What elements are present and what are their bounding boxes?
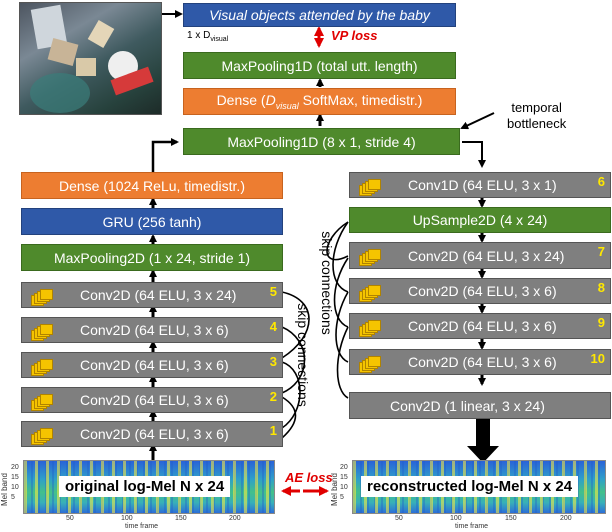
decoder-conv1d-layer-6: Conv1D (64 ELU, 3 x 1) 6 <box>349 172 611 198</box>
layer-number: 7 <box>597 244 605 259</box>
encoder-gru-box: GRU (256 tanh) <box>21 208 283 235</box>
decoder-conv-layer-10: Conv2D (64 ELU, 3 x 6) 10 <box>349 349 611 375</box>
encoder-conv-label: Conv2D (64 ELU, 3 x 6) <box>80 392 229 408</box>
reconstructed-spectrogram: reconstructed log-Mel N x 24 <box>352 460 606 514</box>
xtick: 100 <box>121 515 133 522</box>
ae-loss-label: AE loss <box>285 470 333 485</box>
vp-loss-label: VP loss <box>331 28 378 43</box>
decoder-final-conv-label: Conv2D (1 linear, 3 x 24) <box>390 397 545 414</box>
feature-map-stack-icon <box>31 358 57 376</box>
layer-number: 1 <box>269 423 277 438</box>
layer-number: 4 <box>269 319 277 334</box>
xtick: 150 <box>175 515 187 522</box>
temporal-bottleneck-line1: temporal <box>511 100 562 115</box>
visual-objects-box: Visual objects attended by the baby <box>183 3 456 27</box>
ytick: 5 <box>11 494 15 501</box>
xtick: 50 <box>66 515 74 522</box>
decoder-conv-label: Conv2D (64 ELU, 3 x 6) <box>408 318 557 334</box>
layer-number: 6 <box>597 174 605 189</box>
dense-softmax-var: D <box>265 92 276 109</box>
encoder-conv-layer-2: Conv2D (64 ELU, 3 x 6) 2 <box>21 387 283 413</box>
vp-dimension-prefix: 1 x D <box>187 30 211 41</box>
spectrogram-right-xlabel: time frame <box>455 523 489 530</box>
dense-softmax-prefix: Dense ( <box>216 92 266 109</box>
feature-map-stack-icon <box>359 248 385 266</box>
ytick: 10 <box>340 484 348 491</box>
ytick: 15 <box>11 474 19 481</box>
decoder-upsample-box: UpSample2D (4 x 24) <box>349 207 611 233</box>
encoder-maxpool2d-box: MaxPooling2D (1 x 24, stride 1) <box>21 244 283 271</box>
feature-map-stack-icon <box>31 393 57 411</box>
encoder-conv-layer-3: Conv2D (64 ELU, 3 x 6) 3 <box>21 352 283 378</box>
reconstructed-spectrogram-label: reconstructed log-Mel N x 24 <box>361 476 579 497</box>
layer-number: 3 <box>269 354 277 369</box>
original-spectrogram: original log-Mel N x 24 <box>23 460 275 514</box>
encoder-conv-layer-1: Conv2D (64 ELU, 3 x 6) 1 <box>21 421 283 447</box>
xtick: 50 <box>395 515 403 522</box>
spectrogram-left-xlabel: time frame <box>125 523 159 530</box>
layer-number: 10 <box>590 351 605 366</box>
visual-objects-label: Visual objects attended by the baby <box>209 7 430 23</box>
encoder-conv-layer-5: Conv2D (64 ELU, 3 x 24) 5 <box>21 282 283 308</box>
vp-dimension-label: 1 x Dvisual <box>187 30 228 43</box>
ytick: 20 <box>340 464 348 471</box>
spectrogram-left-yticks: 20 15 10 5 <box>11 463 19 503</box>
maxpool1d-bottleneck-box: MaxPooling1D (8 x 1, stride 4) <box>183 128 460 155</box>
layer-number: 9 <box>597 315 605 330</box>
dense-softmax-suffix: SoftMax, timedistr.) <box>298 92 423 109</box>
maxpool1d-bottleneck-label: MaxPooling1D (8 x 1, stride 4) <box>227 133 416 150</box>
feature-map-stack-icon <box>359 355 385 373</box>
ytick: 10 <box>11 484 19 491</box>
original-spectrogram-label: original log-Mel N x 24 <box>59 476 231 497</box>
encoder-gru-label: GRU (256 tanh) <box>102 213 202 230</box>
dense-softmax-label: Dense (Dvisual SoftMax, timedistr.) <box>217 92 423 111</box>
temporal-bottleneck-line2: bottleneck <box>507 116 567 131</box>
encoder-maxpool2d-label: MaxPooling2D (1 x 24, stride 1) <box>53 249 251 266</box>
layer-number: 8 <box>597 280 605 295</box>
layer-number: 5 <box>269 284 277 299</box>
decoder-conv-label: Conv2D (64 ELU, 3 x 6) <box>408 283 557 299</box>
egocentric-camera-image <box>19 2 162 115</box>
spectrogram-left-ylabel: Mel band <box>0 473 9 506</box>
feature-map-stack-icon <box>31 323 57 341</box>
xtick: 100 <box>450 515 462 522</box>
decoder-conv1d-label: Conv1D (64 ELU, 3 x 1) <box>408 177 557 193</box>
encoder-dense-label: Dense (1024 ReLu, timedistr.) <box>59 177 245 194</box>
xtick: 200 <box>229 515 241 522</box>
encoder-conv-layer-4: Conv2D (64 ELU, 3 x 6) 4 <box>21 317 283 343</box>
encoder-dense-box: Dense (1024 ReLu, timedistr.) <box>21 172 283 199</box>
feature-map-stack-icon <box>359 178 385 196</box>
skip-connections-left-label: skip connections <box>295 303 311 407</box>
encoder-conv-label: Conv2D (64 ELU, 3 x 6) <box>80 322 229 338</box>
dense-softmax-sub: visual <box>275 100 299 111</box>
feature-map-stack-icon <box>31 427 57 445</box>
decoder-final-conv-box: Conv2D (1 linear, 3 x 24) <box>349 392 611 419</box>
ytick: 5 <box>340 494 344 501</box>
temporal-bottleneck-note: temporal bottleneck <box>507 100 566 132</box>
ytick: 15 <box>340 474 348 481</box>
feature-map-stack-icon <box>31 288 57 306</box>
ytick: 20 <box>11 464 19 471</box>
decoder-upsample-label: UpSample2D (4 x 24) <box>412 212 548 228</box>
maxpool1d-total-label: MaxPooling1D (total utt. length) <box>221 57 418 74</box>
skip-connections-right-label: skip connections <box>319 231 335 335</box>
feature-map-stack-icon <box>359 284 385 302</box>
vp-dimension-sub: visual <box>210 36 229 43</box>
spectrogram-right-yticks: 20 15 10 5 <box>340 463 348 503</box>
encoder-conv-label: Conv2D (64 ELU, 3 x 6) <box>80 357 229 373</box>
feature-map-stack-icon <box>359 319 385 337</box>
xtick: 150 <box>505 515 517 522</box>
layer-number: 2 <box>269 389 277 404</box>
dense-softmax-box: Dense (Dvisual SoftMax, timedistr.) <box>183 88 456 115</box>
decoder-conv-layer-8: Conv2D (64 ELU, 3 x 6) 8 <box>349 278 611 304</box>
decoder-conv-layer-7: Conv2D (64 ELU, 3 x 24) 7 <box>349 242 611 269</box>
encoder-conv-label: Conv2D (64 ELU, 3 x 6) <box>80 426 229 442</box>
encoder-conv-label: Conv2D (64 ELU, 3 x 24) <box>80 287 237 303</box>
xtick: 200 <box>560 515 572 522</box>
spectrogram-right-ylabel: Mel band <box>330 473 339 506</box>
maxpool1d-total-box: MaxPooling1D (total utt. length) <box>183 52 456 79</box>
decoder-conv-layer-9: Conv2D (64 ELU, 3 x 6) 9 <box>349 313 611 339</box>
decoder-conv-label: Conv2D (64 ELU, 3 x 24) <box>408 247 565 264</box>
decoder-conv-label: Conv2D (64 ELU, 3 x 6) <box>408 354 557 370</box>
